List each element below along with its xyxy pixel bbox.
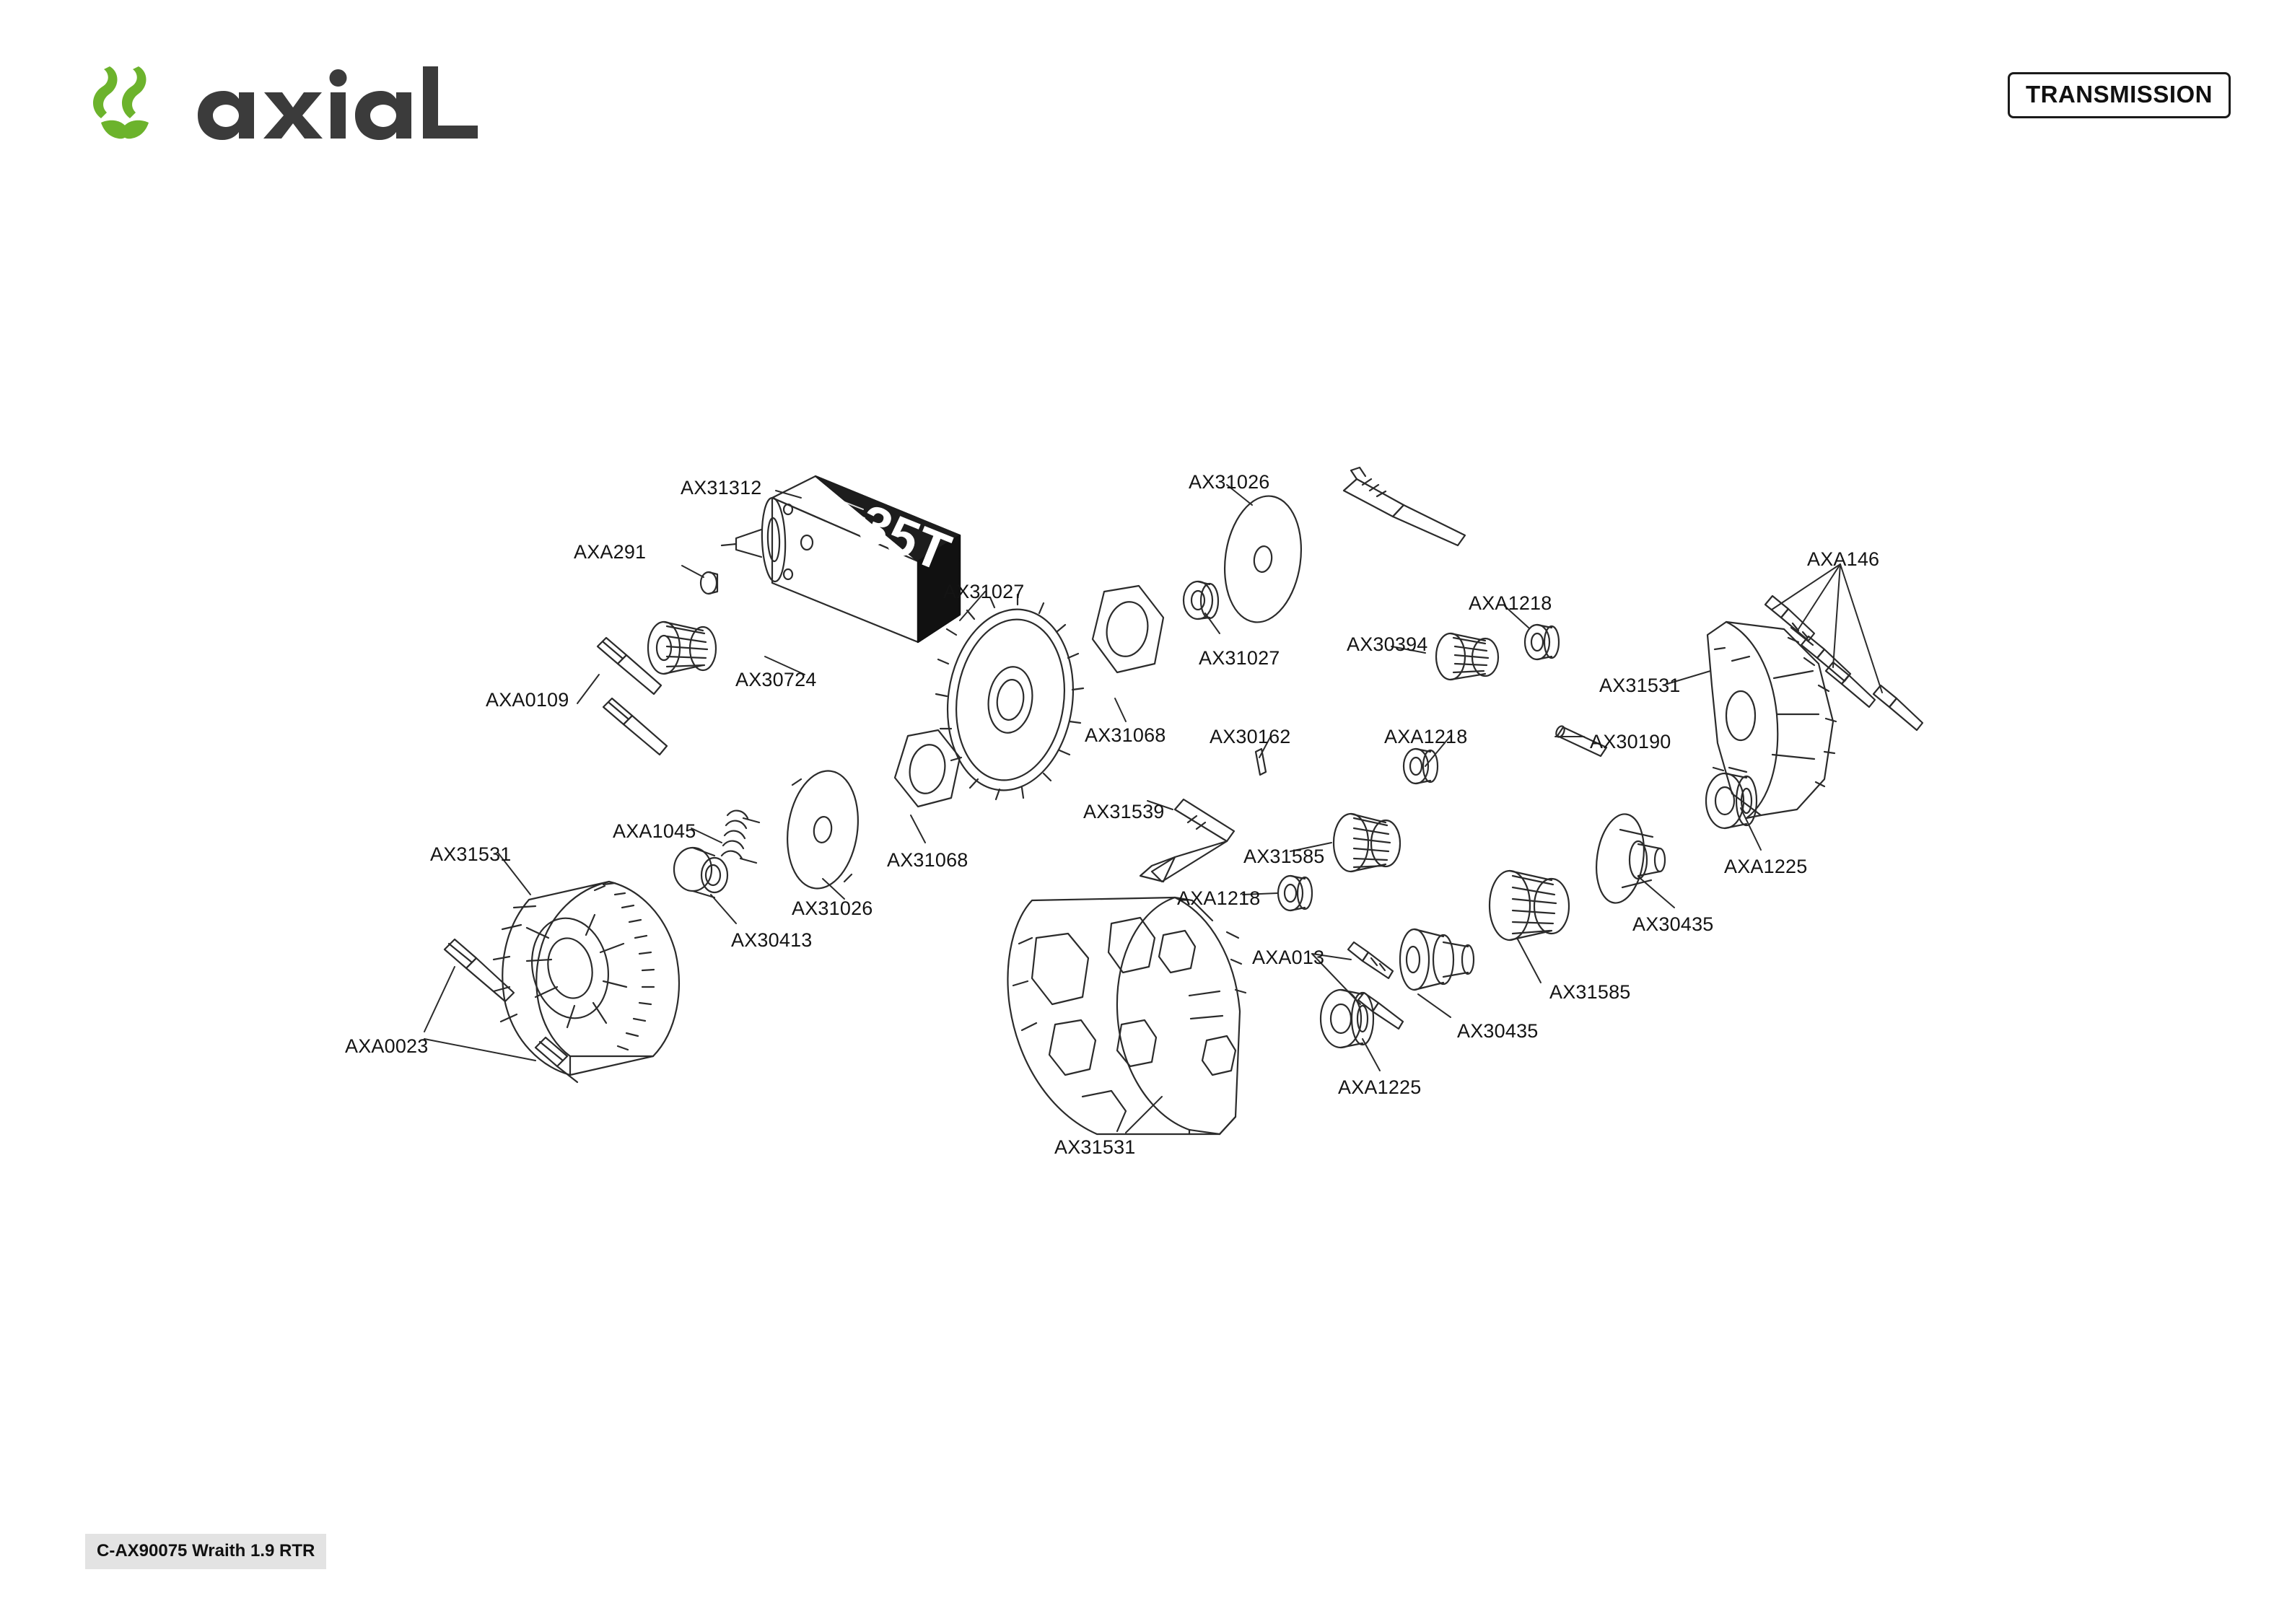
footer-box: C-AX90075 Wraith 1.9 RTR <box>85 1534 327 1569</box>
part-label-ax31027-lower: AX31027 <box>1199 647 1280 669</box>
model-code-label: C-AX90075 Wraith 1.9 RTR <box>97 1541 315 1561</box>
part-label-axa1218-upper: AXA1218 <box>1469 592 1552 614</box>
part-label-ax31531-right: AX31531 <box>1599 675 1681 696</box>
part-label-axa0109: AXA0109 <box>486 689 569 711</box>
part-label-ax30394: AX30394 <box>1347 633 1428 655</box>
part-label-ax31585-left: AX31585 <box>1243 846 1325 867</box>
part-label-axa0023: AXA0023 <box>345 1035 429 1057</box>
part-label-ax30162: AX30162 <box>1210 726 1291 747</box>
part-label-ax31027-upper: AX31027 <box>943 581 1025 602</box>
part-label-ax31026-left: AX31026 <box>792 897 873 919</box>
sheet-title: TRANSMISSION <box>2025 81 2213 107</box>
part-label-ax31531-left: AX31531 <box>430 843 512 865</box>
part-label-ax30435-center: AX30435 <box>1457 1020 1539 1042</box>
part-label-axa013: AXA013 <box>1252 947 1325 968</box>
part-label-ax31068-right: AX31068 <box>1085 724 1166 746</box>
part-label-ax31068-left: AX31068 <box>887 849 968 871</box>
part-label-ax31539: AX31539 <box>1083 801 1165 822</box>
part-label-ax31585-right: AX31585 <box>1549 981 1631 1003</box>
part-label-ax30435-right: AX30435 <box>1632 913 1714 935</box>
part-label-axa291: AXA291 <box>574 541 647 563</box>
axial-logo <box>85 59 533 146</box>
part-label-ax31026-upper: AX31026 <box>1189 471 1270 493</box>
part-label-axa1225-center: AXA1225 <box>1338 1076 1422 1098</box>
sheet-title-box: TRANSMISSION <box>2007 72 2231 118</box>
part-label-axa1045: AXA1045 <box>613 820 696 842</box>
part-label-axa1218-mid: AXA1218 <box>1384 726 1468 747</box>
part-label-ax30724: AX30724 <box>735 669 817 690</box>
part-label-axa146: AXA146 <box>1807 548 1880 570</box>
part-label-axa1218-lower: AXA1218 <box>1177 887 1261 909</box>
axial-logo-mark <box>92 66 149 139</box>
part-label-ax31312: AX31312 <box>681 477 762 499</box>
part-label-ax30190: AX30190 <box>1590 731 1671 752</box>
part-label-ax30413: AX30413 <box>731 929 813 951</box>
axial-wordmark <box>198 66 478 140</box>
part-label-ax31531-center: AX31531 <box>1054 1136 1136 1158</box>
part-label-axa1225-right: AXA1225 <box>1724 856 1808 877</box>
